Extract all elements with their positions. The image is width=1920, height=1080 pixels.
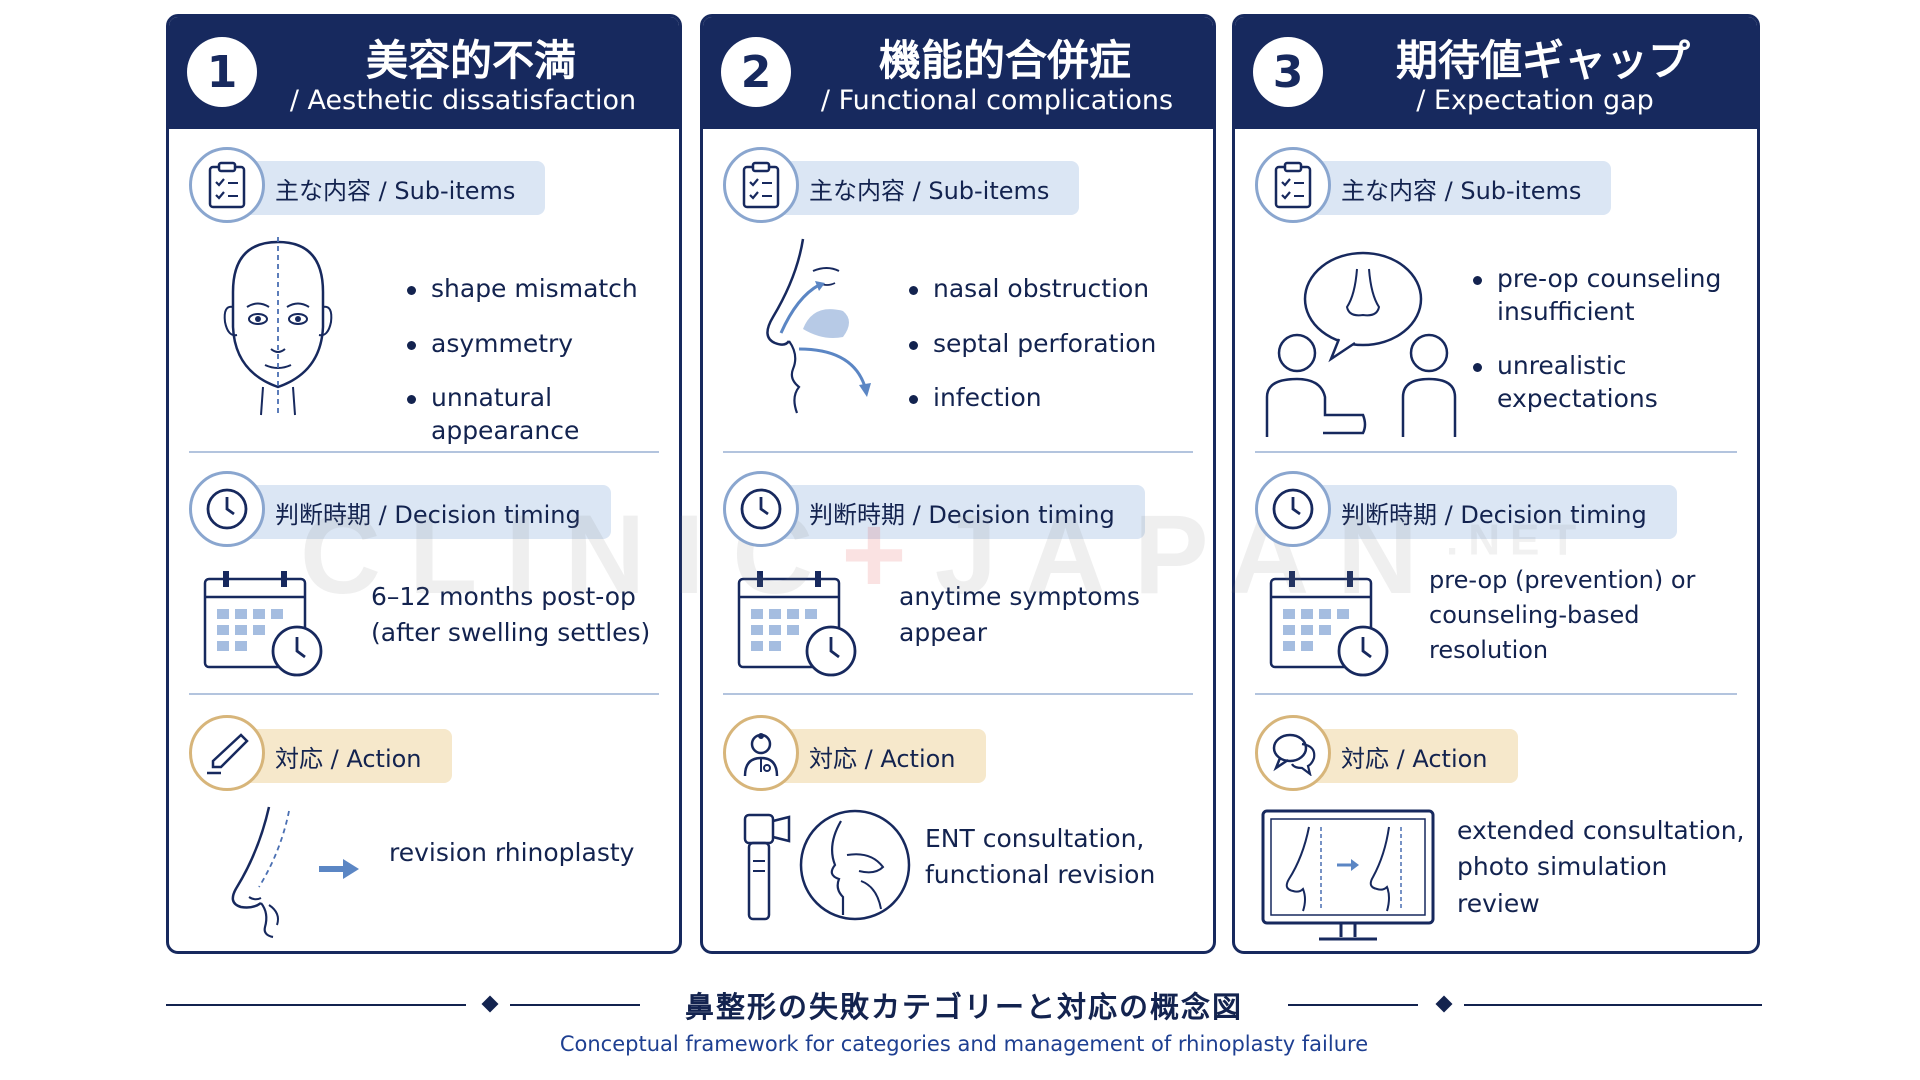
card-header: 3 期待値ギャップ / Expectation gap xyxy=(1235,17,1757,129)
card-functional: 2 機能的合併症 / Functional complications 主な内容… xyxy=(700,14,1216,954)
sub-items-list: shape mismatch asymmetry unnatural appea… xyxy=(407,273,679,469)
clock-icon xyxy=(723,471,799,547)
card-title-en: / Expectation gap xyxy=(1416,85,1654,116)
doctor-icon xyxy=(723,715,799,791)
card-header: 1 美容的不満 / Aesthetic dissatisfaction xyxy=(169,17,679,129)
section-divider xyxy=(1255,451,1737,453)
list-item: unnatural appearance xyxy=(407,382,679,447)
face-illustration xyxy=(203,237,353,421)
card-expectation: 3 期待値ギャップ / Expectation gap 主な内容 / Sub-i… xyxy=(1232,14,1760,954)
timing-section: 判断時期 / Decision timing 6–12 months post-… xyxy=(169,471,679,701)
timing-label: 判断時期 / Decision timing xyxy=(1313,485,1677,539)
footer-line-left xyxy=(166,1004,466,1006)
list-item: infection xyxy=(909,382,1156,415)
section-divider xyxy=(723,451,1193,453)
timing-label: 判断時期 / Decision timing xyxy=(247,485,611,539)
footer-line-left-inner xyxy=(510,1004,640,1006)
clock-icon xyxy=(1255,471,1331,547)
card-title-ja: 機能的合併症 xyxy=(878,36,1131,85)
action-section: 対応 / Action ENT consultation, functional… xyxy=(703,715,1213,951)
card-aesthetic: 1 美容的不満 / Aesthetic dissatisfaction 主な内容… xyxy=(166,14,682,954)
list-item: nasal obstruction xyxy=(909,273,1156,306)
action-text: extended consultation, photo simulation … xyxy=(1457,816,1745,918)
list-item: pre-op counseling insufficient xyxy=(1473,263,1723,328)
action-text: ENT consultation, functional revision xyxy=(925,824,1156,890)
sub-items-label: 主な内容 / Sub-items xyxy=(1313,161,1612,215)
card-number: 2 xyxy=(721,37,791,107)
card-title-en: / Functional complications xyxy=(820,85,1174,116)
card-title-ja: 期待値ギャップ xyxy=(1395,36,1690,85)
monitor-simulation-illustration xyxy=(1259,807,1439,947)
timing-text: anytime symptoms appear xyxy=(899,582,1140,648)
footer-line-right-inner xyxy=(1288,1004,1418,1006)
card-title-en: / Aesthetic dissatisfaction xyxy=(289,85,637,116)
card-title-ja: 美容的不満 xyxy=(365,36,576,85)
clipboard-icon xyxy=(723,147,799,223)
section-divider xyxy=(1255,693,1737,695)
sub-items-label: 主な内容 / Sub-items xyxy=(781,161,1080,215)
card-header: 2 機能的合併症 / Functional complications xyxy=(703,17,1213,129)
action-section: 対応 / Action extended consultation, photo… xyxy=(1235,715,1757,951)
timing-text: pre-op (prevention) or counseling-based … xyxy=(1429,566,1696,664)
timing-label: 判断時期 / Decision timing xyxy=(781,485,1145,539)
sub-items-label: 主な内容 / Sub-items xyxy=(247,161,546,215)
card-number: 3 xyxy=(1253,37,1323,107)
action-label: 対応 / Action xyxy=(247,729,452,783)
list-item: asymmetry xyxy=(407,328,679,361)
section-divider xyxy=(189,451,659,453)
list-item: shape mismatch xyxy=(407,273,679,306)
calendar-icon xyxy=(1267,569,1397,683)
sub-items-list: pre-op counseling insufficient unrealist… xyxy=(1473,263,1723,437)
category-cards: 1 美容的不満 / Aesthetic dissatisfaction 主な内容… xyxy=(166,14,1762,954)
footer-caption: 鼻整形の失敗カテゴリーと対応の概念図 Conceptual framework … xyxy=(166,980,1762,1070)
footer-line-right xyxy=(1464,1004,1762,1006)
card-number: 1 xyxy=(187,37,257,107)
clipboard-icon xyxy=(1255,147,1331,223)
scalpel-icon xyxy=(189,715,265,791)
sub-items-section: 主な内容 / Sub-items nasal obstruction septa… xyxy=(703,147,1213,447)
timing-section: 判断時期 / Decision timing pre-op (preventio… xyxy=(1235,471,1757,701)
footer-title-ja: 鼻整形の失敗カテゴリーと対応の概念図 xyxy=(684,990,1243,1024)
sub-items-list: nasal obstruction septal perforation inf… xyxy=(909,273,1156,437)
section-divider xyxy=(189,693,659,695)
footer-title-en: Conceptual framework for categories and … xyxy=(559,1032,1369,1056)
speech-bubble-icon xyxy=(1255,715,1331,791)
calendar-icon xyxy=(735,569,865,683)
timing-text: 6–12 months post-op (after swelling sett… xyxy=(371,582,651,648)
sub-items-section: 主な内容 / Sub-items shape mismatch asy xyxy=(169,147,679,447)
nose-profile-illustration xyxy=(219,801,369,945)
list-item: unrealistic expectations xyxy=(1473,350,1723,415)
clock-icon xyxy=(189,471,265,547)
action-section: 対応 / Action revision rhinoplasty xyxy=(169,715,679,951)
nasal-airflow-illustration xyxy=(743,237,893,421)
timing-section: 判断時期 / Decision timing anytime symptoms … xyxy=(703,471,1213,701)
list-item: septal perforation xyxy=(909,328,1156,361)
calendar-icon xyxy=(201,569,331,683)
action-text: revision rhinoplasty xyxy=(389,838,635,867)
section-divider xyxy=(723,693,1193,695)
action-label: 対応 / Action xyxy=(1313,729,1518,783)
otoscope-throat-illustration xyxy=(731,805,911,929)
clipboard-icon xyxy=(189,147,265,223)
sub-items-section: 主な内容 / Sub-items pre-op counseling insuf… xyxy=(1235,147,1757,447)
action-label: 対応 / Action xyxy=(781,729,986,783)
consultation-illustration xyxy=(1263,247,1463,441)
